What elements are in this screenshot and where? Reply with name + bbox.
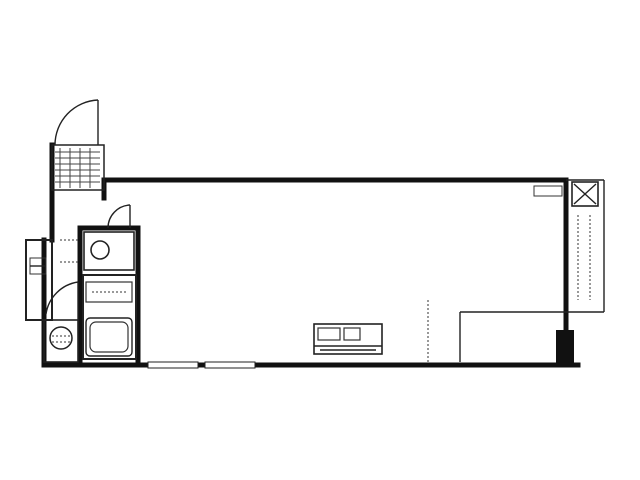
bathroom-frame <box>82 274 137 360</box>
washbasin-bowl <box>90 240 110 260</box>
pillar <box>556 330 574 364</box>
kitchen-stove <box>343 327 361 341</box>
entrance-box <box>51 144 105 191</box>
toilet-room <box>43 319 79 363</box>
corridor-door-swing <box>107 204 131 229</box>
kitchen-sink <box>317 327 341 341</box>
bathroom <box>82 274 137 360</box>
bathtub-inner <box>89 321 129 353</box>
kitchen <box>313 323 383 355</box>
window-1 <box>147 361 199 369</box>
window-2 <box>204 361 256 369</box>
corridor <box>77 204 141 365</box>
front-door-swing <box>54 99 99 146</box>
left-closet <box>25 239 53 321</box>
kitchen-counter <box>313 323 383 355</box>
washbasin <box>83 231 135 271</box>
exterior-walls <box>41 142 581 368</box>
bathroom-counter <box>85 281 133 303</box>
toilet-door-swing <box>45 281 79 315</box>
meter-box <box>571 181 599 207</box>
entrance <box>51 99 105 191</box>
toilet-bowl <box>49 326 73 350</box>
balcony <box>427 179 605 364</box>
toilet-area <box>25 239 80 363</box>
washbasin-counter <box>83 231 135 271</box>
bathtub <box>85 317 133 357</box>
bottom-windows <box>147 361 256 369</box>
entrance-hatch <box>55 148 100 188</box>
ac-unit <box>533 185 563 197</box>
